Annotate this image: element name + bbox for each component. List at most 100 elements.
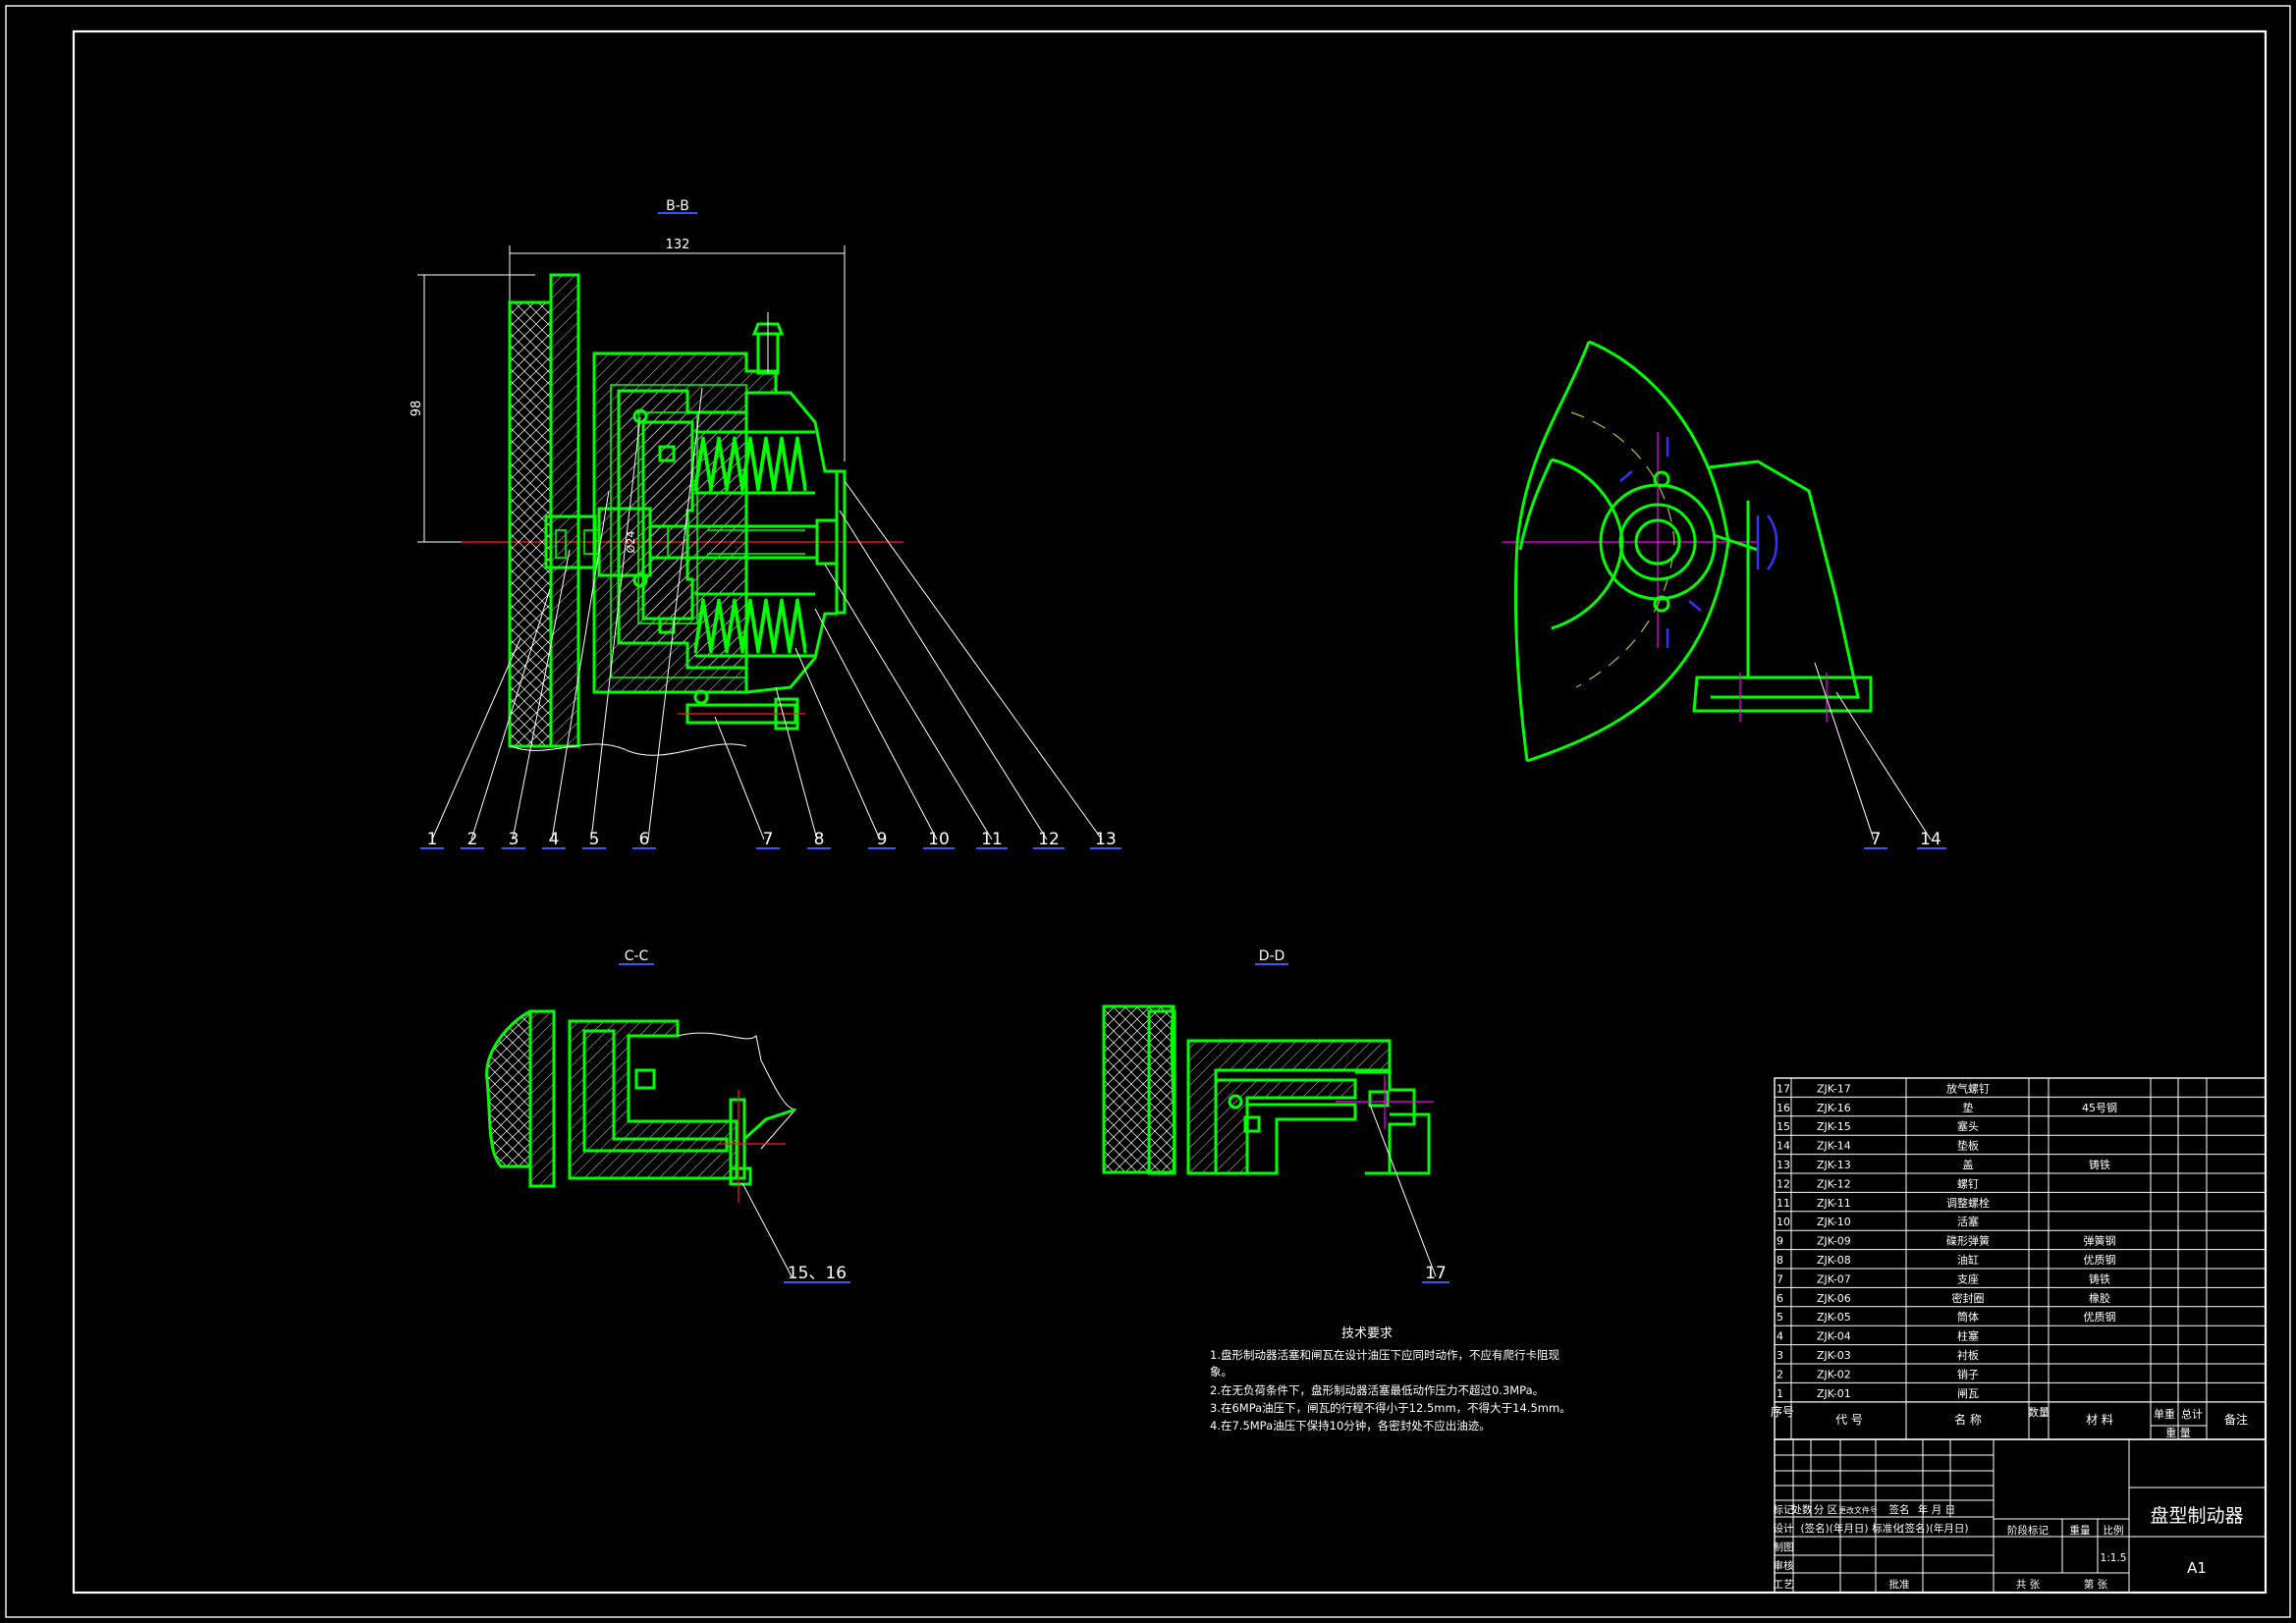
bom-cell-name: 闸瓦	[1957, 1387, 1979, 1400]
leader-label: 5	[589, 830, 600, 849]
bom-cell-code: ZJK-14	[1817, 1140, 1851, 1153]
bom-cell-no: 11	[1777, 1197, 1790, 1210]
bom-cell-code: ZJK-11	[1817, 1197, 1851, 1210]
leader-label: 12	[1038, 830, 1060, 849]
tb-std: 标准化	[1872, 1522, 1903, 1535]
tb-weight: 重量	[2070, 1524, 2092, 1537]
bom-cell-no: 8	[1777, 1254, 1783, 1267]
leader-label: 6	[639, 830, 650, 849]
tb-design: 设计	[1774, 1522, 1795, 1535]
leader-label: 8	[814, 830, 825, 849]
bom-cell-code: ZJK-16	[1817, 1102, 1851, 1114]
leader-label-cc: 15、16	[788, 1264, 847, 1283]
bom-cell-material: 橡胶	[2089, 1291, 2110, 1305]
tech-line: 3.在6MPa油压下，闸瓦的行程不得小于12.5mm，不得大于14.5mm。	[1210, 1401, 1571, 1415]
tech-line: 2.在无负荷条件下，盘形制动器活塞最低动作压力不超过0.3MPa。	[1210, 1383, 1544, 1397]
dim-height: 98	[410, 401, 424, 417]
bom-cell-no: 14	[1777, 1140, 1790, 1153]
bom-cell-name: 密封圈	[1952, 1291, 1985, 1305]
bom-cell-material: 优质钢	[2084, 1311, 2116, 1324]
outer-border	[5, 5, 2291, 1618]
title-block: 标记 处数 分 区 更改文件号 签名 年 月 日 设计 (签名)(年月日) 标准…	[1774, 1438, 2267, 1594]
tb-total-sheets: 共 张	[2016, 1579, 2041, 1591]
bom-cell-code: ZJK-15	[1817, 1120, 1851, 1133]
inner-border	[72, 29, 2268, 1595]
bom-cell-no: 1	[1777, 1387, 1783, 1400]
tech-line: 1.盘形制动器活塞和闸瓦在设计油压下应同时动作，不应有爬行卡阻现	[1210, 1348, 1559, 1362]
bom-cell-code: ZJK-10	[1817, 1216, 1851, 1228]
leader-label: 3	[509, 830, 519, 849]
bom-cell-no: 6	[1777, 1292, 1783, 1305]
tb-mark: 标记	[1774, 1504, 1795, 1516]
bom-cell-name: 油缸	[1957, 1253, 1979, 1267]
bom-header-no: 序号	[1771, 1404, 1794, 1419]
tb-draw: 制图	[1774, 1541, 1794, 1553]
bom-cell-name: 螺钉	[1957, 1177, 1979, 1190]
bom-header-qty: 数量	[2028, 1406, 2050, 1419]
bom-cell-name: 销子	[1957, 1367, 1979, 1380]
tb-ratio: 比例	[2104, 1524, 2124, 1537]
leader-label: 4	[549, 830, 560, 849]
leader-label: 11	[981, 830, 1003, 849]
tb-sheet-no: 第 张	[2084, 1578, 2108, 1591]
section-cc-label: C-C	[625, 948, 649, 964]
bom-cell-code: ZJK-17	[1817, 1082, 1851, 1095]
bom-cell-no: 7	[1777, 1272, 1783, 1285]
bom-cell-no: 4	[1777, 1330, 1783, 1343]
bom-header-unit: 单重	[2154, 1407, 2175, 1421]
tb-signdate: (签名)(年月日)	[1801, 1522, 1869, 1535]
bom-cell-name: 衬板	[1957, 1348, 1979, 1362]
dim-bore: Ø24	[625, 531, 637, 554]
bom-cell-name: 垫板	[1957, 1139, 1979, 1153]
bom-cell-code: ZJK-07	[1817, 1272, 1851, 1285]
tb-stage: 阶段标记	[2007, 1524, 2049, 1537]
bom-header-mat: 材 料	[2086, 1413, 2113, 1427]
bom-cell-no: 17	[1777, 1082, 1790, 1095]
leader-label: 1	[427, 830, 438, 849]
bom-cell-material: 45号钢	[2082, 1102, 2117, 1114]
tb-count: 处数	[1792, 1503, 1814, 1516]
bom-cell-name: 塞头	[1957, 1119, 1979, 1133]
tb-date: 年 月 日	[1918, 1503, 1955, 1516]
leader-label: 2	[467, 830, 478, 849]
section-dd-label: D-D	[1259, 948, 1285, 964]
section-bb-view: B-B 132 98	[410, 198, 1121, 849]
bom-header-code: 代 号	[1835, 1413, 1863, 1427]
leader-label: 10	[928, 830, 950, 849]
bom-cell-code: ZJK-09	[1817, 1235, 1851, 1248]
tech-line: 4.在7.5MPa油压下保持10分钟，各密封处不应出油迹。	[1210, 1419, 1491, 1433]
bom-cell-code: ZJK-03	[1817, 1349, 1851, 1362]
bom-cell-material: 铸铁	[2089, 1271, 2110, 1285]
bom-cell-name: 筒体	[1957, 1310, 1979, 1324]
tb-sign: 签名	[1889, 1503, 1910, 1516]
bom-cell-no: 12	[1777, 1177, 1790, 1190]
bom-cell-name: 垫	[1963, 1101, 1974, 1114]
bom-cell-code: ZJK-05	[1817, 1311, 1851, 1324]
leader-label: 13	[1095, 830, 1117, 849]
tech-title: 技术要求	[1341, 1326, 1393, 1341]
tb-zone: 分 区	[1814, 1504, 1837, 1516]
bom-cell-no: 10	[1777, 1216, 1790, 1228]
bom-header-name: 名 称	[1954, 1412, 1982, 1427]
bom-cell-material: 铸铁	[2089, 1158, 2110, 1171]
bom-cell-no: 5	[1777, 1311, 1783, 1324]
bom-header-total: 总计	[2181, 1407, 2203, 1421]
bom-header-remark: 备注	[2224, 1412, 2248, 1427]
leader-label-dd: 17	[1425, 1264, 1447, 1283]
leader-label: 7	[1871, 830, 1882, 849]
sheet-size: A1	[2187, 1559, 2207, 1577]
bom-cell-name: 柱塞	[1957, 1329, 1979, 1343]
bom-cell-name: 放气螺钉	[1946, 1081, 1990, 1095]
tb-craft: 工艺	[1774, 1579, 1794, 1591]
bom-header-weight: 重 量	[2165, 1426, 2191, 1439]
drawing-title: 盘型制动器	[2150, 1505, 2243, 1527]
bom-cell-code: ZJK-13	[1817, 1159, 1851, 1171]
section-bb-label: B-B	[666, 198, 689, 214]
section-dd-view: D-D 17	[1102, 948, 1449, 1283]
dim-width: 132	[666, 238, 690, 252]
technical-requirements: 技术要求 1.盘形制动器活塞和闸瓦在设计油压下应同时动作，不应有爬行卡阻现 象。…	[1210, 1326, 1571, 1433]
tb-scale: 1:1.5	[2101, 1552, 2127, 1564]
bom-cell-code: ZJK-04	[1817, 1330, 1851, 1343]
